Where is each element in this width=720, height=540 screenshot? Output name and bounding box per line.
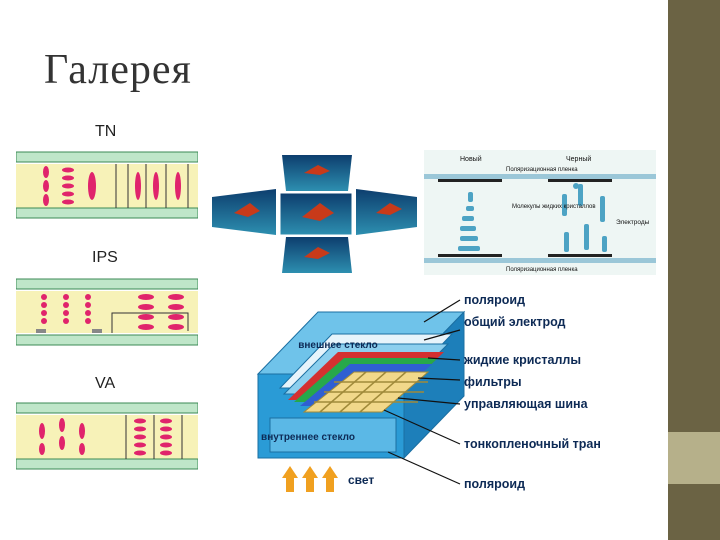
structure-label-common-electrode: общий электрод (464, 315, 566, 329)
structure-label-liquid-crystals: жидкие кристаллы (463, 353, 581, 367)
tn-schematic: Новый Черный Поляризационная пленка Моле… (424, 150, 656, 275)
light-label: свет (348, 473, 374, 487)
structure-label-control-bus: управляющая шина (464, 397, 589, 411)
structure-label-polaroid-bottom: поляроид (464, 477, 525, 491)
structure-label-tft: тонкопленочный транзистор (464, 437, 600, 451)
schematic-top-film: Поляризационная пленка (506, 167, 578, 173)
schematic-electrodes: Электроды (616, 219, 650, 226)
ips-diagram (16, 278, 198, 346)
structure-label-polaroid-top: поляроид (464, 293, 525, 307)
va-label: VA (95, 375, 116, 392)
schematic-bottom-film: Поляризационная пленка (506, 267, 578, 273)
sidebar-accent (668, 432, 720, 484)
lcd-structure-diagram: внешнее стекло внутреннее стекло свет по… (256, 293, 600, 492)
inner-glass-label: внутреннее стекло (261, 432, 355, 443)
schematic-label-left: Новый (460, 155, 482, 163)
outer-glass-label: внешнее стекло (298, 340, 378, 351)
tn-label: TN (95, 123, 117, 140)
tn-diagram (16, 151, 198, 219)
schematic-label-right: Черный (566, 155, 591, 163)
ips-label: IPS (92, 249, 118, 266)
slide-title: Галерея (44, 47, 192, 93)
viewing-angle-collage (212, 155, 417, 273)
schematic-molecules: Молекулы жидких кристаллов (512, 204, 596, 210)
va-diagram (16, 402, 198, 470)
structure-label-filters: фильтры (464, 375, 522, 389)
